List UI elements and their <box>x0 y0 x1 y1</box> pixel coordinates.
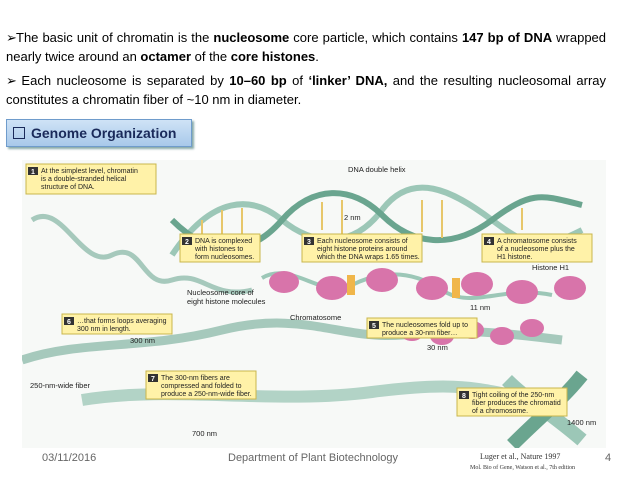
label-core-1: Nucleosome core of <box>187 288 255 297</box>
svg-text:of a chromosome.: of a chromosome. <box>472 408 528 415</box>
svg-text:fiber produces the chromatid: fiber produces the chromatid <box>472 400 561 407</box>
citation-luger: Luger et al., Nature 1997 <box>480 452 561 461</box>
text: . <box>315 49 319 64</box>
svg-text:4: 4 <box>487 239 491 246</box>
svg-text:6: 6 <box>67 319 71 326</box>
bullet-nucleosome: ➢The basic unit of chromatin is the nucl… <box>6 28 606 66</box>
label-250nm-fiber: 250-nm-wide fiber <box>30 381 91 390</box>
label-1400nm: 1400 nm <box>567 418 596 427</box>
arrow-bullet-icon: ➢ <box>6 30 17 45</box>
nucleosome-array <box>260 268 586 304</box>
label-11nm: 11 nm <box>470 303 490 312</box>
svg-text:2: 2 <box>185 239 189 246</box>
text: wrapped nearly twice around an <box>6 30 607 64</box>
svg-text:8: 8 <box>462 393 466 400</box>
chromatin-coil <box>30 214 253 295</box>
svg-text:with histones to: with histones to <box>194 246 243 253</box>
svg-text:H1 histone.: H1 histone. <box>497 254 532 261</box>
caption-5: 5 The nucleosomes fold up to produce a 3… <box>366 317 478 339</box>
svg-text:of a nucleosome plus the: of a nucleosome plus the <box>497 246 575 253</box>
caption-2: 2 DNA is complexed with histones to form… <box>179 233 261 263</box>
svg-text:3: 3 <box>307 239 311 246</box>
caption-8: 8 Tight coiling of the 250-nm fiber prod… <box>456 387 568 417</box>
text-bold: 147 bp of DNA <box>461 30 553 45</box>
section-heading: Genome Organization <box>6 119 192 147</box>
svg-text:…that forms loops averaging: …that forms loops averaging <box>77 318 167 325</box>
svg-text:structure of DNA.: structure of DNA. <box>41 184 95 191</box>
text-bold: ‘linker’ DNA, <box>308 73 388 88</box>
svg-text:is a double-stranded helical: is a double-stranded helical <box>41 176 127 183</box>
caption-1: 1 At the simplest level, chromatin is a … <box>25 163 157 195</box>
text-bold: octamer <box>140 49 191 64</box>
caption-6: 6 …that forms loops averaging 300 nm in … <box>61 313 173 335</box>
arrow-bullet-icon: ➢ <box>6 73 17 88</box>
text-bold: nucleosome <box>213 30 290 45</box>
label-2nm: 2 nm <box>344 213 361 222</box>
bullet-linker-dna: ➢ Each nucleosome is separated by 10–60 … <box>6 71 606 109</box>
footer-department: Department of Plant Biotechnology <box>228 452 398 464</box>
svg-text:produce a 30-nm fiber…: produce a 30-nm fiber… <box>382 330 457 337</box>
label-300nm: 300 nm <box>130 336 155 345</box>
text: Each nucleosome is separated by <box>16 73 230 88</box>
caption-3: 3 Each nucleosome consists of eight hist… <box>301 233 423 263</box>
svg-text:1: 1 <box>31 169 35 176</box>
label-dna-helix: DNA double helix <box>348 165 406 174</box>
text: of <box>286 73 309 88</box>
label-histone-h1: Histone H1 <box>532 263 569 272</box>
svg-text:The 300-nm fibers are: The 300-nm fibers are <box>161 375 230 382</box>
chromatin-figure: 1 At the simplest level, chromatin is a … <box>22 160 606 448</box>
svg-text:7: 7 <box>151 376 155 383</box>
svg-text:compressed and folded to: compressed and folded to <box>161 383 242 390</box>
svg-text:Tight coiling of the 250-nm: Tight coiling of the 250-nm <box>472 392 554 399</box>
svg-text:A chromatosome consists: A chromatosome consists <box>497 238 577 245</box>
text-bold: core histones <box>230 49 316 64</box>
label-30nm: 30 nm <box>427 343 448 352</box>
text: The basic unit of chromatin is the <box>16 30 214 45</box>
footer-page-number: 4 <box>605 452 612 464</box>
checkbox-bullet-icon <box>13 127 25 139</box>
label-core-2: eight histone molecules <box>187 297 266 306</box>
footer-date: 03/11/2016 <box>42 452 97 464</box>
text: core particle, which contains <box>289 30 462 45</box>
svg-text:produce a 250-nm-wide fiber.: produce a 250-nm-wide fiber. <box>161 391 252 398</box>
label-chromatosome: Chromatosome <box>290 313 341 322</box>
label-700nm: 700 nm <box>192 429 217 438</box>
svg-text:Each nucleosome consists of: Each nucleosome consists of <box>317 238 408 245</box>
section-title: Genome Organization <box>31 125 177 141</box>
svg-text:At the simplest level, chromat: At the simplest level, chromatin <box>41 168 138 175</box>
svg-text:form nucleosomes.: form nucleosomes. <box>195 254 254 261</box>
svg-text:The nucleosomes fold up to: The nucleosomes fold up to <box>382 322 468 329</box>
svg-text:DNA is complexed: DNA is complexed <box>195 238 252 245</box>
svg-text:eight histone proteins around: eight histone proteins around <box>317 246 407 253</box>
text: of the <box>191 49 231 64</box>
caption-4: 4 A chromatosome consists of a nucleosom… <box>481 233 593 263</box>
text: and the resulting nucleosomal array cons… <box>6 73 607 107</box>
svg-text:5: 5 <box>372 323 376 330</box>
text-bold: 10–60 bp <box>229 73 287 88</box>
svg-text:300 nm in length.: 300 nm in length. <box>77 326 131 333</box>
citation-watson: Mol. Bio of Gene, Watson et al., 7th edi… <box>470 465 576 471</box>
caption-7: 7 The 300-nm fibers are compressed and f… <box>145 370 257 400</box>
svg-text:which the DNA wraps 1.65 times: which the DNA wraps 1.65 times. <box>316 254 420 261</box>
